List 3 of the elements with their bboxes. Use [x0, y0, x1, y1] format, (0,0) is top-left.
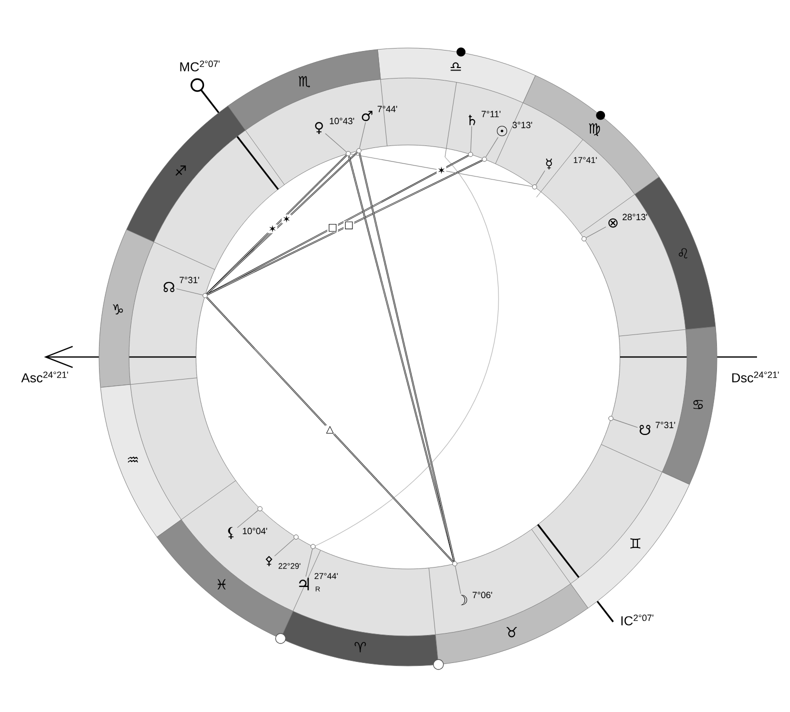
angle-label: MC$^{2°07'}$: [180, 60, 220, 72]
angle-label: Asc$^{24°21'}$: [21, 372, 68, 382]
angle-label: Dsc$^{24°21'}$: [732, 372, 779, 382]
